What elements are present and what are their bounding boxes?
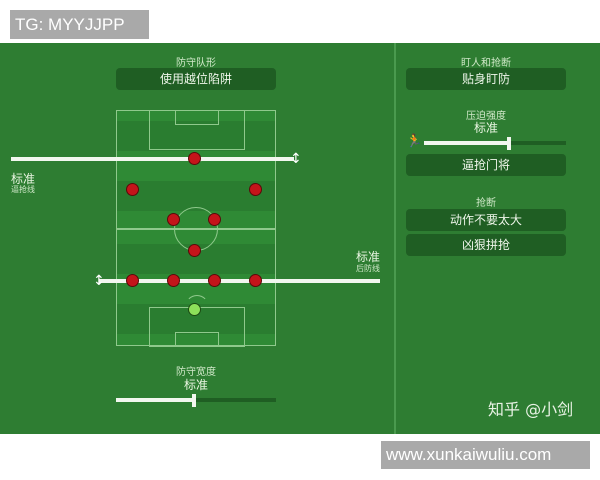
penalty-arc-bottom <box>185 295 209 319</box>
marking-title: 盯人和抢断 <box>461 58 511 69</box>
engagement-line-slider[interactable] <box>11 157 294 161</box>
player-right-back[interactable] <box>249 274 262 287</box>
defensive-line-label: 后防线 <box>356 264 380 273</box>
player-striker[interactable] <box>188 152 201 165</box>
player-center-mid-right[interactable] <box>208 213 221 226</box>
width-value: 标准 <box>183 378 208 392</box>
url-label: www.xunkaiwuliu.com <box>381 441 590 469</box>
tackling-title: 抢断 <box>476 198 496 209</box>
width-slider-track[interactable] <box>116 398 276 402</box>
player-right-mid[interactable] <box>249 183 262 196</box>
defensive-line-value: 标准 <box>355 250 380 264</box>
pitch-stripe <box>117 181 275 211</box>
player-defensive-mid[interactable] <box>188 244 201 257</box>
goal-area-bottom <box>175 332 219 347</box>
goal-area-top <box>175 110 219 125</box>
watermark: 知乎 @小剑 <box>488 400 574 419</box>
player-goalkeeper[interactable] <box>188 303 201 316</box>
width-slider-thumb[interactable] <box>192 394 196 407</box>
player-left-mid[interactable] <box>126 183 139 196</box>
player-center-mid-left[interactable] <box>167 213 180 226</box>
width-slider-fill <box>116 398 194 402</box>
tg-label: TG: MYYJJPP <box>10 10 149 39</box>
pressing-title: 压迫强度 <box>466 111 506 122</box>
pressing-slider-thumb[interactable] <box>507 137 511 150</box>
vertical-drag-handle-icon[interactable]: ↕ <box>290 151 302 167</box>
stay-on-feet-button[interactable]: 动作不要太大 <box>406 209 566 231</box>
formation-title: 防守队形 <box>176 58 216 69</box>
offside-trap-button[interactable]: 使用越位陷阱 <box>116 68 276 90</box>
press-goalkeeper-button[interactable]: 逼抢门将 <box>406 154 566 176</box>
pressing-slider-fill <box>424 141 508 145</box>
pressing-value: 标准 <box>473 121 498 135</box>
defensive-line-slider[interactable] <box>99 279 380 283</box>
vertical-drag-handle-icon[interactable]: ↕ <box>93 273 105 289</box>
get-stuck-in-button[interactable]: 凶狠拼抢 <box>406 234 566 256</box>
player-center-back-left[interactable] <box>167 274 180 287</box>
player-left-back[interactable] <box>126 274 139 287</box>
tight-marking-button[interactable]: 贴身盯防 <box>406 68 566 90</box>
player-center-back-right[interactable] <box>208 274 221 287</box>
width-title: 防守宽度 <box>176 367 216 378</box>
engagement-line-value: 标准 <box>11 172 36 186</box>
engagement-line-label: 逼抢线 <box>11 185 35 194</box>
running-man-icon: 🏃 <box>406 134 423 149</box>
panel-divider <box>394 43 396 434</box>
